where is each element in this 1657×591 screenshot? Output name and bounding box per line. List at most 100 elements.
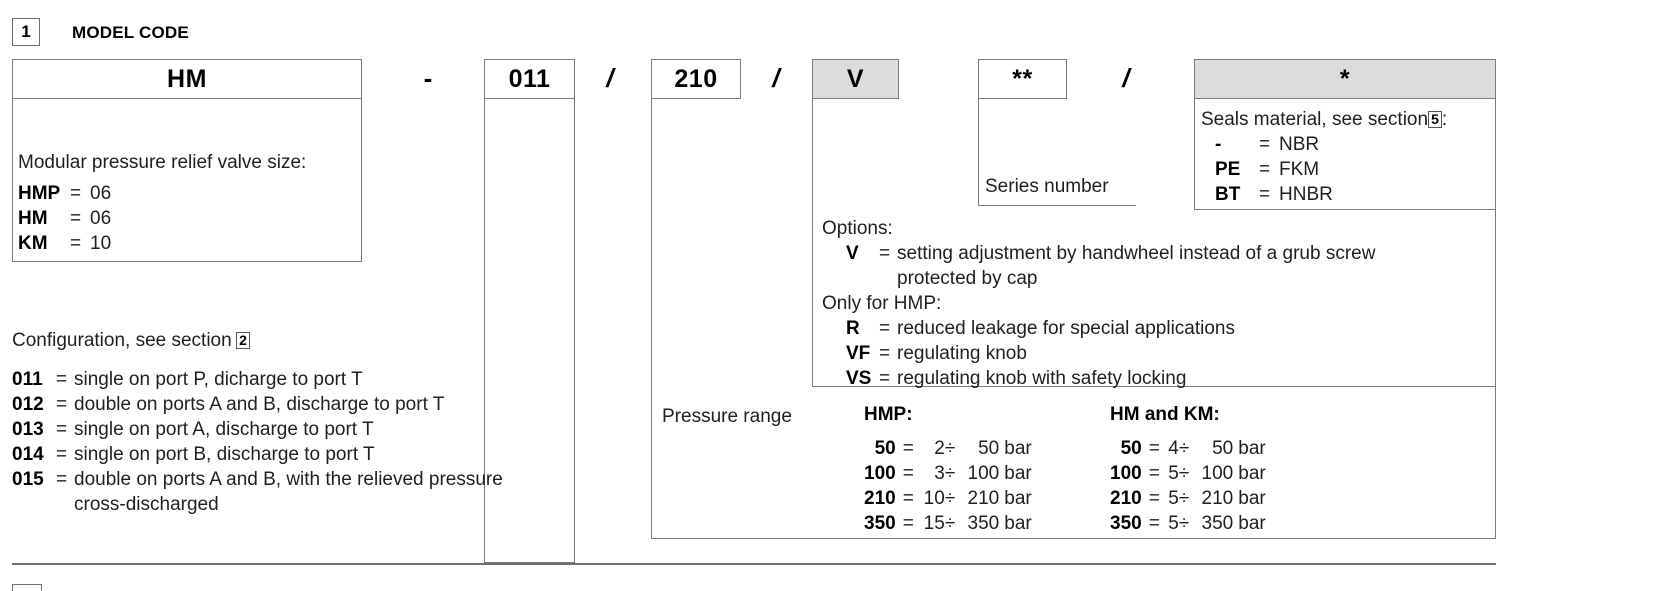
- pressure-code: 350: [864, 513, 896, 534]
- seals-title-suffix: :: [1441, 109, 1448, 130]
- model-size-code: KM: [18, 233, 48, 254]
- pressure-row: 350 = 5 ÷ 350 bar: [1110, 511, 1266, 536]
- code-box-seals[interactable]: *: [1194, 59, 1496, 99]
- model-size-value: 10: [90, 233, 112, 254]
- pressure-divider-symbol: ÷: [944, 513, 956, 534]
- options-eq: =: [879, 343, 891, 364]
- pressure-code: 100: [1110, 463, 1142, 484]
- series-number-panel: Series number: [978, 99, 1136, 206]
- pressure-row: 100 = 3 ÷ 100 bar: [864, 461, 1032, 486]
- code-box-model[interactable]: HM: [12, 59, 362, 99]
- pressure-low: 10: [923, 488, 945, 509]
- pressure-code: 210: [864, 488, 896, 509]
- model-size-row: HM = 06: [18, 206, 111, 231]
- pressure-unit: bar: [1004, 513, 1032, 534]
- options-code: VF: [846, 343, 871, 364]
- seals-row: PE = FKM: [1201, 157, 1447, 182]
- pressure-unit: bar: [1238, 463, 1266, 484]
- code-separator-slash-1: /: [606, 63, 614, 93]
- model-size-code: HM: [18, 208, 48, 229]
- seals-value: HNBR: [1279, 184, 1333, 205]
- configuration-text: single on port A, discharge to port T: [74, 419, 374, 440]
- pressure-eq: =: [1148, 438, 1160, 459]
- pressure-code: 350: [1110, 513, 1142, 534]
- code-box-series[interactable]: **: [978, 59, 1067, 99]
- configuration-eq: =: [56, 469, 68, 490]
- configuration-text: double on ports A and B, with the reliev…: [74, 469, 503, 490]
- model-size-title: Modular pressure relief valve size:: [18, 152, 307, 173]
- model-size-panel: Modular pressure relief valve size: HMP …: [12, 99, 362, 262]
- pressure-row: 100 = 5 ÷ 100 bar: [1110, 461, 1266, 486]
- configuration-eq: =: [56, 444, 68, 465]
- pressure-unit: bar: [1238, 438, 1266, 459]
- options-subheading: Only for HMP:: [822, 293, 942, 314]
- pressure-divider-symbol: ÷: [944, 463, 956, 484]
- seals-row: BT = HNBR: [1201, 182, 1447, 207]
- code-box-configuration[interactable]: 011: [484, 59, 575, 99]
- pressure-eq: =: [902, 488, 914, 509]
- pressure-unit: bar: [1004, 488, 1032, 509]
- pressure-table-hmp: 50 = 2 ÷ 50 bar 100 = 3 ÷ 100 bar 210 = …: [864, 436, 1032, 536]
- options-continuation: protected by cap: [897, 268, 1038, 289]
- model-size-code: HMP: [18, 183, 61, 204]
- pressure-divider-symbol: ÷: [1178, 463, 1190, 484]
- options-text: regulating knob: [897, 343, 1027, 364]
- pressure-high: 50: [978, 438, 1000, 459]
- series-number-label: Series number: [985, 176, 1109, 197]
- pressure-high: 100: [967, 463, 1000, 484]
- page-title: MODEL CODE: [72, 23, 189, 42]
- pressure-low: 15: [923, 513, 945, 534]
- options-eq: =: [879, 318, 891, 339]
- configuration-row: 014 = single on port B, discharge to por…: [12, 442, 503, 467]
- configuration-row: 011 = single on port P, dicharge to port…: [12, 367, 503, 392]
- model-size-row: HMP = 06: [18, 181, 111, 206]
- pressure-row: 350 = 15 ÷ 350 bar: [864, 511, 1032, 536]
- section-divider: [12, 563, 1496, 565]
- seals-code: -: [1215, 134, 1222, 155]
- options-heading: Options:: [822, 218, 893, 239]
- configuration-text: single on port P, dicharge to port T: [74, 369, 363, 390]
- pressure-column-header-hmp: HMP:: [864, 404, 913, 425]
- pressure-eq: =: [902, 513, 914, 534]
- configuration-code: 014: [12, 444, 44, 465]
- seals-eq: =: [1259, 184, 1271, 205]
- code-separator-slash-3: /: [1122, 63, 1130, 93]
- pressure-code: 100: [864, 463, 896, 484]
- options-code: R: [846, 318, 860, 339]
- options-eq: =: [879, 368, 891, 389]
- pressure-low: 5: [1168, 488, 1179, 509]
- configuration-eq: =: [56, 394, 68, 415]
- pressure-divider-symbol: ÷: [1178, 488, 1190, 509]
- options-panel: [812, 99, 1496, 387]
- configuration-code: 013: [12, 419, 44, 440]
- seals-code: BT: [1215, 184, 1241, 205]
- code-separator-slash-2: /: [772, 63, 780, 93]
- configuration-title: Configuration, see section 2: [12, 328, 250, 353]
- code-box-pressure[interactable]: 210: [651, 59, 741, 99]
- pressure-column-header-hmkm: HM and KM:: [1110, 404, 1220, 425]
- next-section-number-badge: [12, 584, 42, 591]
- pressure-high: 350: [1201, 513, 1234, 534]
- configuration-text: single on port B, discharge to port T: [74, 444, 375, 465]
- pressure-code: 50: [1120, 438, 1142, 459]
- configuration-code: 012: [12, 394, 44, 415]
- pressure-unit: bar: [1004, 438, 1032, 459]
- options-sub-row: VS = regulating knob with safety locking: [822, 366, 1375, 391]
- section-ref-5: 5: [1428, 111, 1442, 128]
- options-sub-row: R = reduced leakage for special applicat…: [822, 316, 1375, 341]
- model-size-eq: =: [70, 233, 82, 254]
- model-size-eq: =: [70, 183, 82, 204]
- seals-title-text: Seals material, see section: [1201, 109, 1429, 130]
- configuration-continuation: cross-discharged: [74, 494, 219, 515]
- code-separator-dash: -: [423, 63, 433, 93]
- pressure-low: 5: [1168, 513, 1179, 534]
- options-content: Options: V = setting adjustment by handw…: [822, 216, 1375, 391]
- pressure-row: 50 = 2 ÷ 50 bar: [864, 436, 1032, 461]
- section-number-badge: 1: [12, 18, 40, 46]
- seals-code: PE: [1215, 159, 1241, 180]
- configuration-title-text: Configuration, see section: [12, 330, 232, 351]
- configuration-text: double on ports A and B, discharge to po…: [74, 394, 445, 415]
- code-box-options[interactable]: V: [812, 59, 899, 99]
- pressure-low: 4: [1168, 438, 1179, 459]
